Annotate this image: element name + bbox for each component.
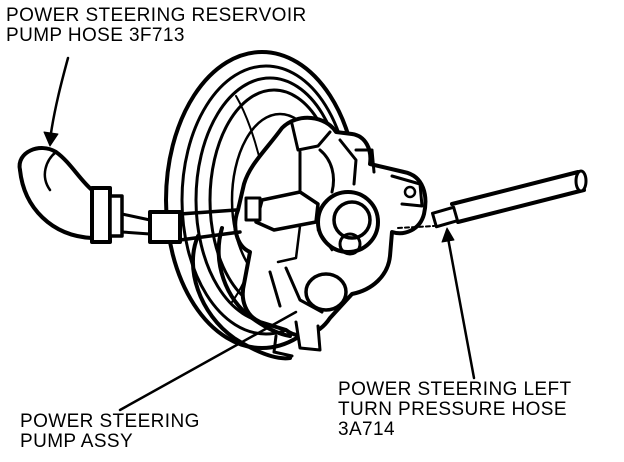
pump-assy-label-line-2: PUMP ASSY (20, 431, 134, 452)
pump-assy-label-line-1: POWER STEERING (20, 411, 200, 432)
pressure-hose-label-line-2: TURN PRESSURE HOSE (338, 399, 567, 420)
pump-assy-label: POWER STEERING PUMP ASSY (20, 412, 200, 452)
leader-lines (43, 56, 476, 412)
reservoir-hose-label-line-1: POWER STEERING RESERVOIR (6, 5, 307, 26)
pressure-hose-label: POWER STEERING LEFT TURN PRESSURE HOSE 3… (338, 380, 572, 440)
pressure-hose-label-line-1: POWER STEERING LEFT (338, 379, 572, 400)
reservoir-hose-label-line-2: PUMP HOSE 3F713 (6, 25, 185, 46)
return-hose (190, 226, 292, 361)
pump-body (233, 115, 428, 358)
reservoir-hose (17, 146, 242, 244)
pressure-hose-label-line-3: 3A714 (338, 419, 395, 440)
pressure-hose (397, 169, 588, 229)
reservoir-hose-label: POWER STEERING RESERVOIR PUMP HOSE 3F713 (6, 6, 307, 46)
